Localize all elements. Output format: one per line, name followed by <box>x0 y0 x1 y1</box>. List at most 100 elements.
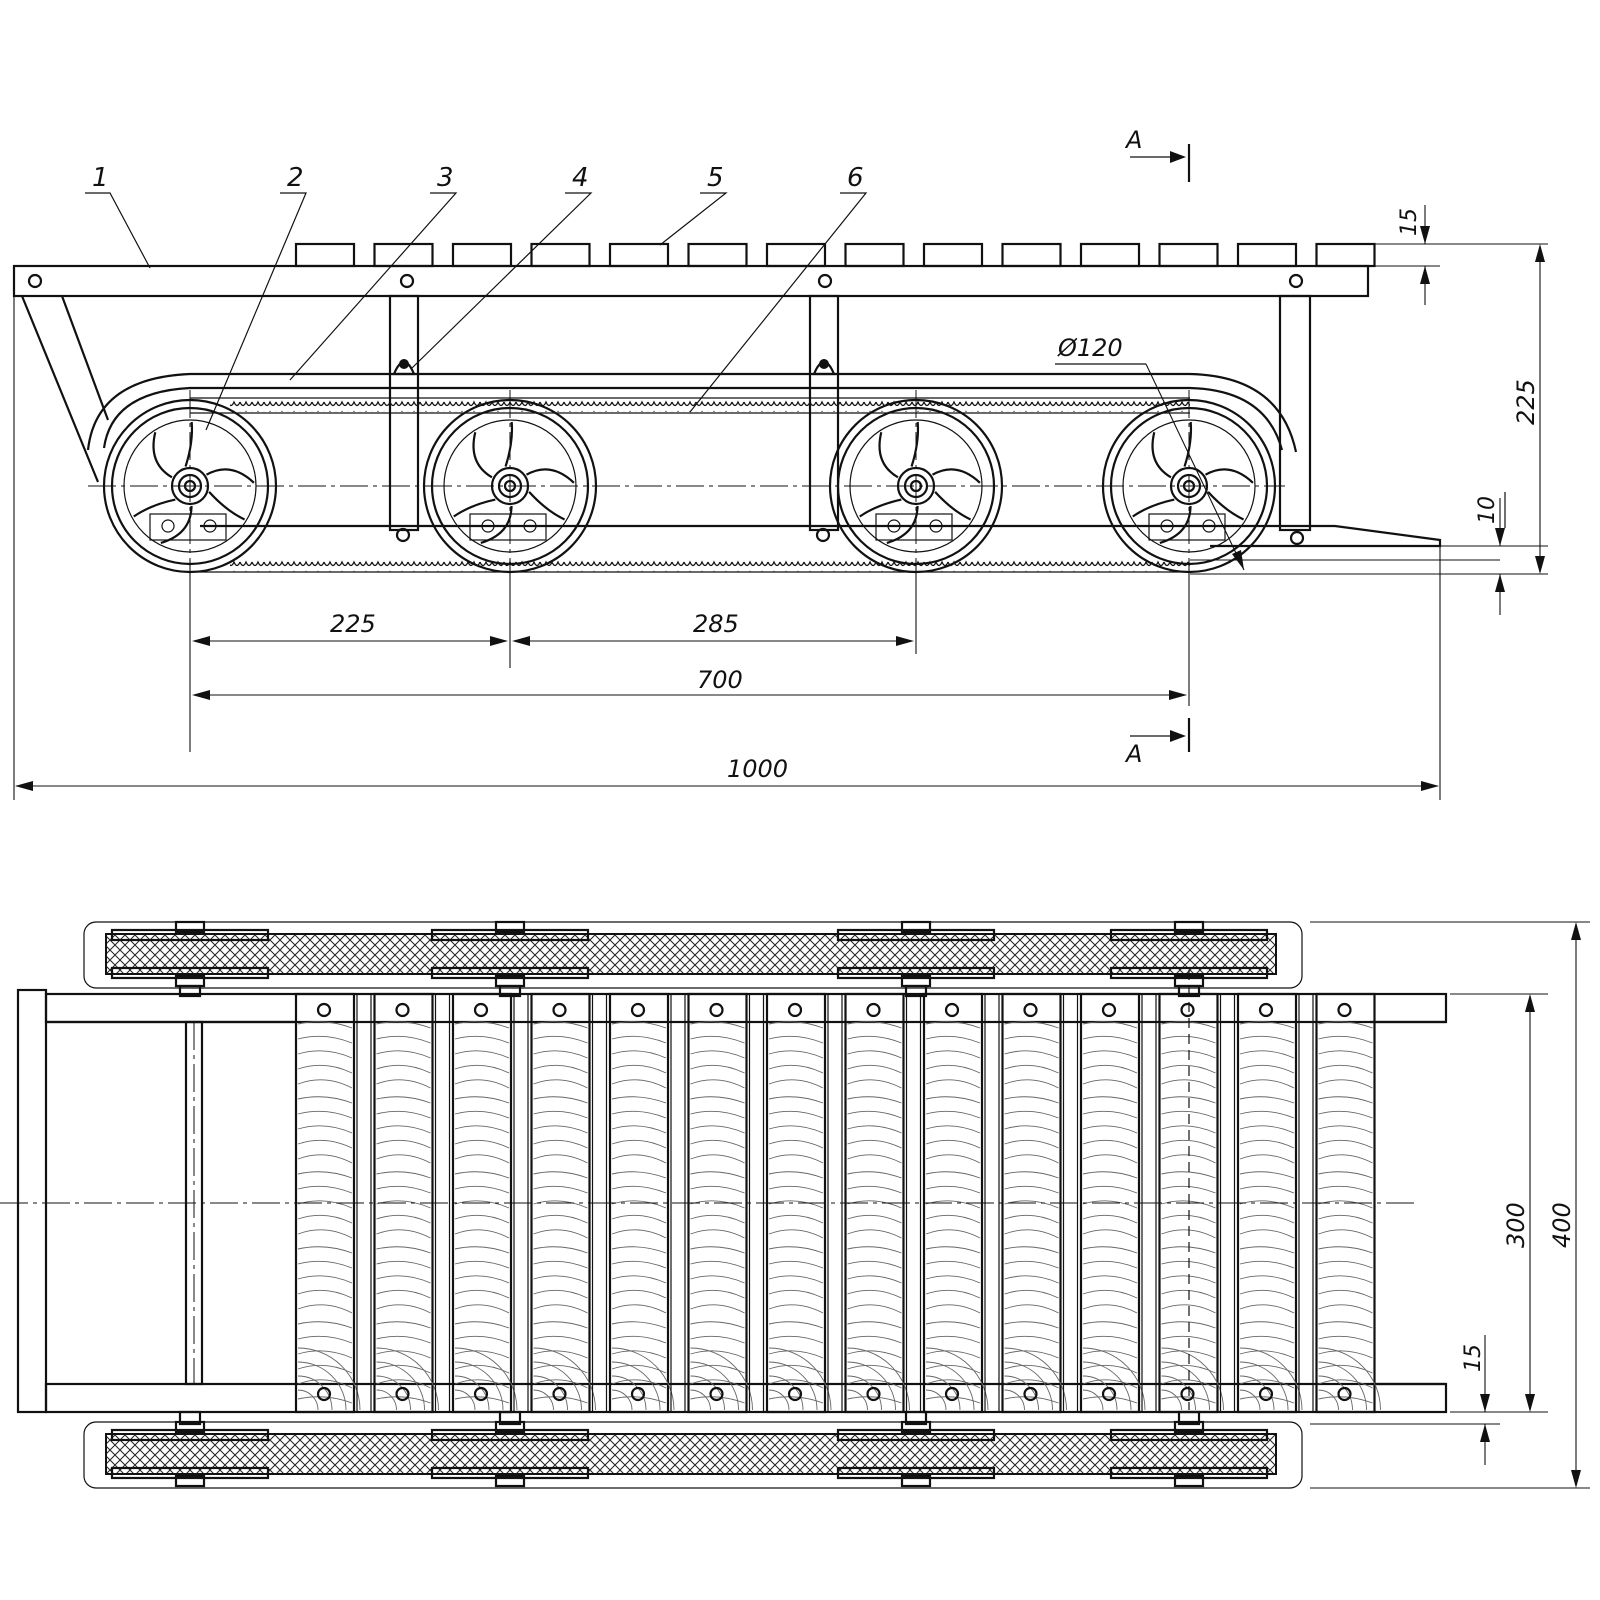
hub-nut <box>900 1474 932 1488</box>
frame-beam <box>12 264 1370 298</box>
wheel-spoke <box>472 431 493 479</box>
hub-nut <box>174 920 206 934</box>
axle-stub <box>178 1410 202 1426</box>
dim-15-track: 15 <box>1461 1335 1490 1465</box>
dim-225-label: 225 <box>330 610 376 638</box>
wheel-spoke <box>859 498 902 518</box>
side-slat <box>1236 242 1298 268</box>
wheel-spoke <box>528 491 566 521</box>
axle-stub <box>904 984 928 998</box>
wheel-spoke <box>205 468 255 484</box>
hub-flange <box>430 1466 590 1480</box>
hub-flange <box>110 1466 270 1480</box>
slat-screw <box>630 1386 646 1402</box>
side-slat <box>1315 242 1376 268</box>
dim-700: 700 <box>192 666 1187 700</box>
track-belt-top <box>230 398 1190 412</box>
top-track-upper <box>83 921 1303 989</box>
hub-flange <box>836 1428 996 1442</box>
slat-screw <box>787 1386 803 1402</box>
slat-screw <box>1180 1386 1195 1402</box>
side-view: 1 2 3 4 5 6 A A <box>12 126 1548 800</box>
slat-screw <box>1337 1386 1352 1402</box>
slat-screw <box>316 1002 332 1018</box>
wheel-spoke <box>1183 421 1193 467</box>
pivot-brackets <box>392 359 836 376</box>
wheel-spoke <box>931 468 981 484</box>
bottom-extension-lines <box>13 296 1441 800</box>
side-slat <box>530 242 591 268</box>
wheel-spoke <box>1151 431 1172 479</box>
side-slat <box>922 242 984 268</box>
dim-wheel-diameter-label: Ø120 <box>1057 334 1123 362</box>
top-slats <box>294 992 1381 1414</box>
wheel-spoke <box>1207 491 1245 521</box>
hub-nut <box>174 1474 206 1488</box>
slat-screw <box>552 1386 567 1402</box>
slat-screw <box>1101 1386 1117 1402</box>
slat-screw <box>1258 1386 1274 1402</box>
wheel-spoke <box>1132 498 1175 518</box>
wheel-spoke <box>1159 505 1192 545</box>
callout-3: 3 <box>437 163 454 193</box>
callout-6: 6 <box>847 163 864 193</box>
dim-225-height-label: 225 <box>1512 379 1540 425</box>
slat-screw <box>395 1386 410 1402</box>
dim-225: 225 <box>192 610 508 646</box>
wheel-spoke <box>886 505 919 545</box>
axle-stub <box>178 984 202 998</box>
hub-flange <box>836 966 996 980</box>
dim-wheel-diameter: Ø120 <box>1055 334 1245 571</box>
track-wheel-hubs <box>110 920 1269 1488</box>
side-slat <box>844 242 905 268</box>
section-label-bottom: A <box>1124 740 1142 768</box>
wheel-spoke <box>152 431 173 479</box>
top-slat <box>687 992 753 1414</box>
slat-screw <box>1180 1002 1195 1018</box>
dim-285-label: 285 <box>693 610 739 638</box>
track-guide-inner <box>102 386 1284 451</box>
top-track-lower <box>83 1421 1303 1489</box>
slat-screw <box>395 1002 410 1018</box>
slat-screw <box>552 1002 567 1018</box>
section-marker-top: A <box>1124 126 1191 182</box>
dim-700-label: 700 <box>697 666 743 694</box>
bottom-rail <box>200 524 1442 548</box>
top-view: 300 400 15 <box>0 920 1590 1489</box>
dim-15-slat: 15 <box>1397 205 1430 305</box>
top-extension-lines <box>1310 921 1590 1489</box>
wheel-spoke <box>480 505 513 545</box>
callout-leaders <box>85 192 868 431</box>
side-slat <box>373 242 434 268</box>
slat-screw <box>709 1002 724 1018</box>
frame-bolts <box>27 273 1304 289</box>
right-extension-lines <box>1190 243 1548 575</box>
wheel-spoke <box>878 431 899 479</box>
dim-300-label: 300 <box>1502 1202 1530 1248</box>
callout-4: 4 <box>572 163 589 193</box>
hub-flange <box>110 966 270 980</box>
hub-nut <box>1173 1420 1205 1434</box>
callout-5: 5 <box>707 163 724 193</box>
hub-flange <box>110 1428 270 1442</box>
section-label-top: A <box>1124 126 1142 154</box>
dim-225-height: 225 <box>1512 244 1545 574</box>
slat-screw <box>1258 1002 1274 1018</box>
wheel-spoke <box>208 491 246 521</box>
slat-screw <box>630 1002 646 1018</box>
dim-15-slat-label: 15 <box>1397 208 1422 236</box>
hub-flange <box>430 1428 590 1442</box>
axle-stubs <box>178 984 1201 1426</box>
side-slats <box>294 242 1376 268</box>
hub-nut <box>900 920 932 934</box>
hub-flange <box>1109 1466 1269 1480</box>
hub-nut <box>494 920 526 934</box>
slat-screw <box>473 1002 489 1018</box>
hub-flange <box>1109 1428 1269 1442</box>
wheel-spoke <box>910 421 920 467</box>
bottom-rail-bolts <box>395 527 1305 546</box>
hub-flange <box>1109 928 1269 942</box>
wheel-spoke <box>1204 468 1254 484</box>
hub-flange <box>430 966 590 980</box>
hub-flange <box>430 928 590 942</box>
